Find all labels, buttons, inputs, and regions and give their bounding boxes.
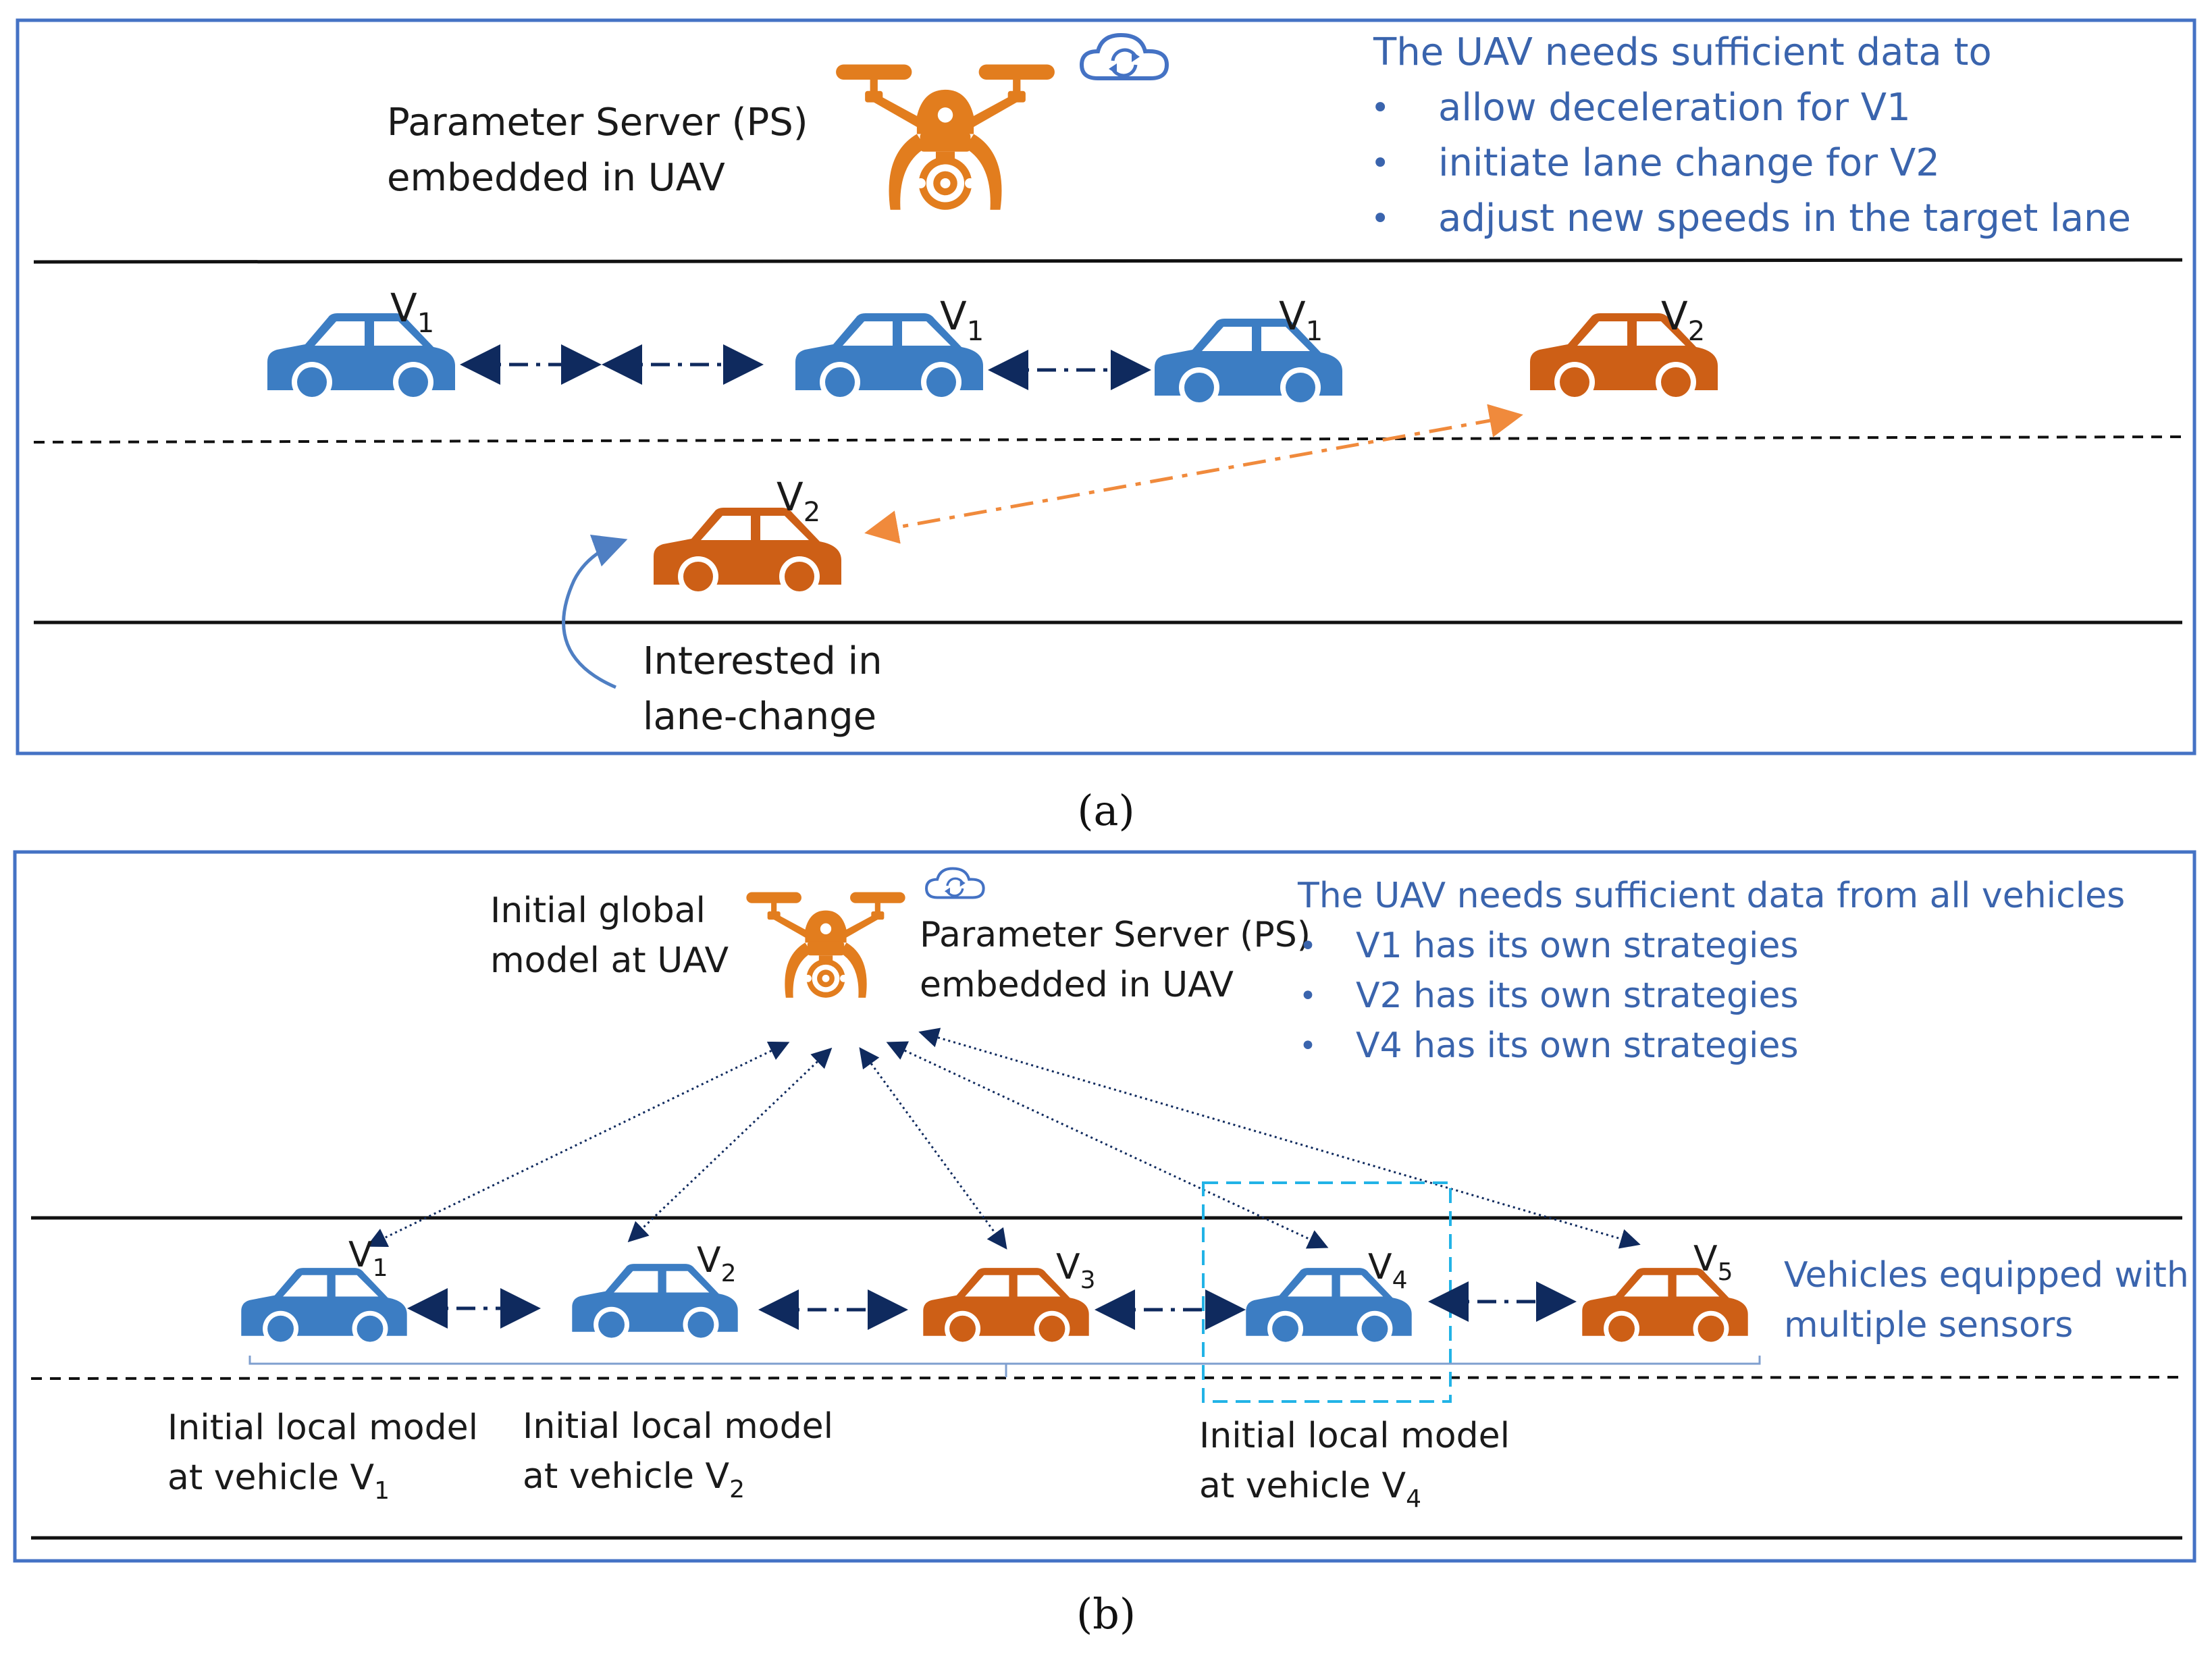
cloud-sync-icon	[926, 869, 984, 898]
road-top-edge	[33, 258, 2183, 264]
interest-label-line2: lane-change	[643, 695, 876, 739]
local-model-line2: at vehicle V1	[167, 1458, 390, 1505]
vehicle-label: V1	[390, 285, 434, 339]
local-model-line2: at vehicle V2	[523, 1456, 745, 1503]
uplink-arrow	[366, 1041, 790, 1248]
lane-divider	[30, 1376, 2183, 1380]
needs-bullet: V1 has its own strategies	[1356, 926, 1799, 966]
bullet-dot: •	[1371, 144, 1390, 182]
local-model-line2: at vehicle V4	[1199, 1466, 1421, 1513]
caption-b: (b)	[1076, 1589, 1136, 1638]
caption-a: (a)	[1077, 786, 1134, 835]
vehicle-label: V4	[1368, 1247, 1407, 1294]
ps-label-line1: Parameter Server (PS)	[387, 101, 808, 144]
panel-a-frame	[16, 18, 2196, 755]
bullet-dot: •	[1371, 200, 1390, 238]
needs-title: The UAV needs sufficient data from all v…	[1297, 876, 2125, 916]
vehicle-label: V2	[776, 474, 820, 528]
vehicle-group-bracket	[248, 1356, 1761, 1377]
interest-curve-arrow	[562, 535, 628, 689]
bullet-dot: •	[1299, 929, 1317, 963]
local-model-line1: Initial local model	[1199, 1416, 1510, 1456]
vehicle-label: V2	[697, 1240, 736, 1287]
sensors-label-line1: Vehicles equipped with	[1784, 1255, 2189, 1296]
bullet-dot: •	[1299, 1029, 1317, 1063]
needs-bullet: initiate lane change for V2	[1438, 141, 1940, 185]
vehicle-label: V1	[348, 1235, 388, 1282]
lane-divider	[33, 435, 2183, 444]
vehicle-label: V2	[1661, 293, 1705, 347]
needs-bullet: V4 has its own strategies	[1356, 1025, 1799, 1066]
panel-b-frame	[13, 850, 2196, 1563]
needs-bullet: V2 has its own strategies	[1356, 976, 1799, 1016]
panel-b: Initial global model at UAV Parameter Se…	[13, 850, 2196, 1563]
vehicle-label: V5	[1693, 1239, 1733, 1286]
local-model-line1: Initial local model	[167, 1408, 478, 1448]
interest-label-line1: Interested in	[643, 639, 883, 683]
drone-icon	[836, 64, 1055, 210]
ps-label-line2: embedded in UAV	[920, 965, 1234, 1005]
vehicle-label: V3	[1056, 1247, 1095, 1294]
needs-title: The UAV needs sufficient data to	[1373, 30, 1992, 74]
lane-change-arrow	[864, 404, 1523, 544]
uplink-arrow	[886, 1041, 1329, 1249]
vehicle-label: V1	[1279, 293, 1323, 347]
global-model-line1: Initial global	[490, 890, 706, 931]
ps-label-line1: Parameter Server (PS)	[920, 915, 1311, 955]
bullet-dot: •	[1299, 979, 1317, 1013]
needs-bullet: adjust new speeds in the target lane	[1438, 196, 2131, 240]
needs-bullet: allow deceleration for V1	[1438, 86, 1911, 130]
ps-label-line2: embedded in UAV	[387, 156, 725, 200]
sensors-label-line2: multiple sensors	[1784, 1305, 2073, 1345]
drone-icon	[746, 892, 905, 998]
local-model-line1: Initial local model	[523, 1406, 833, 1447]
vehicle-label: V1	[940, 293, 984, 347]
global-model-line2: model at UAV	[490, 940, 729, 981]
panel-a: Parameter Server (PS) embedded in UAV Th…	[16, 18, 2196, 755]
cloud-sync-icon	[1082, 35, 1167, 78]
bullet-dot: •	[1371, 89, 1390, 127]
uplink-arrow	[627, 1047, 833, 1243]
